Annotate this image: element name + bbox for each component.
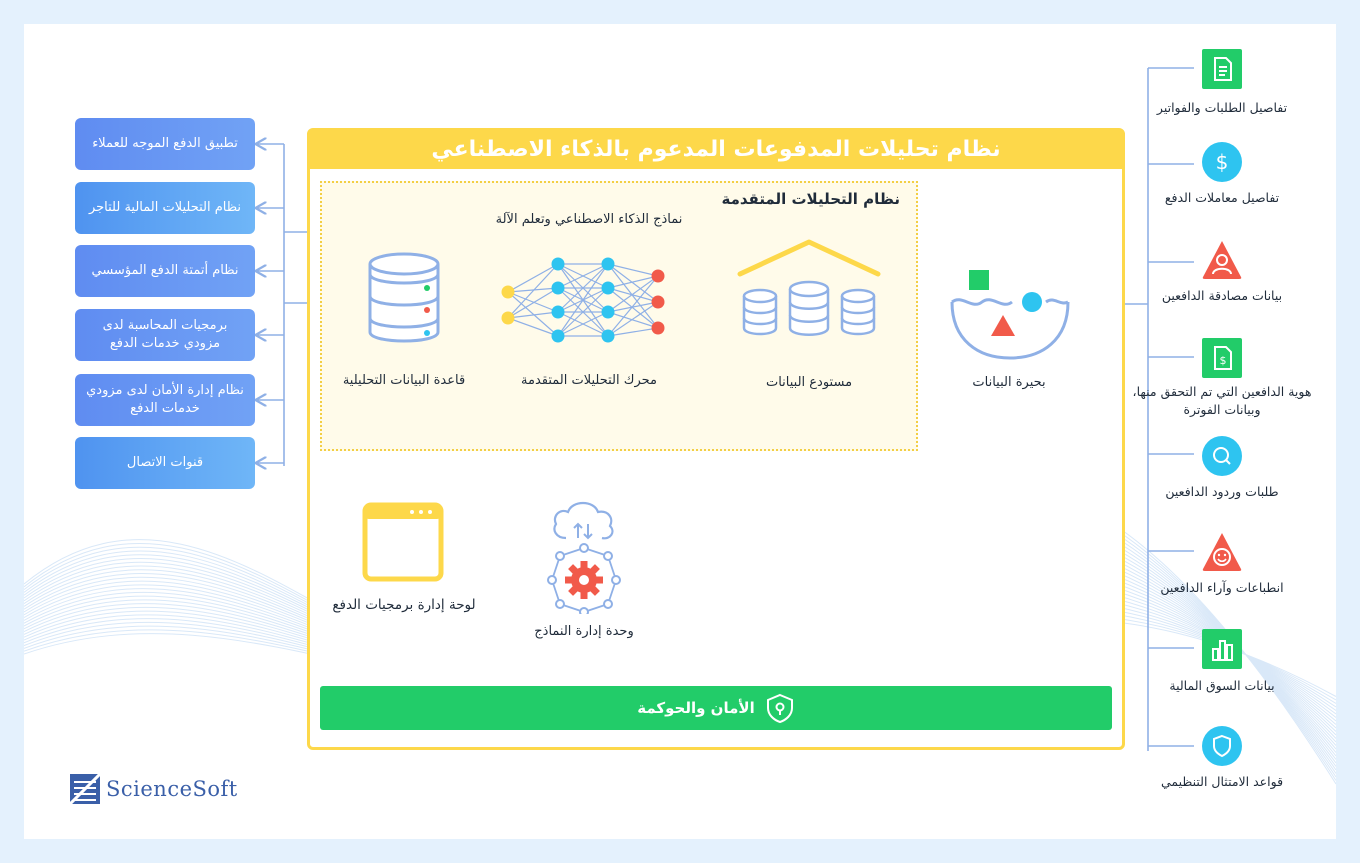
analytics-db-label: قاعدة البيانات التحليلية	[342, 373, 466, 388]
nn-node	[501, 285, 515, 299]
nn-connection	[607, 263, 659, 303]
nn-connection	[507, 263, 559, 319]
neural-network-icon	[501, 257, 665, 343]
model-management-icon	[547, 501, 621, 614]
nn-connection	[557, 263, 609, 289]
nn-connection	[607, 275, 659, 289]
source-orders-invoices: تفاصيل الطلبات والفواتير	[1156, 100, 1288, 115]
source-verified-identity: هوية الدافعين التي تم التحقق منها، وبيان…	[1132, 384, 1312, 417]
data-warehouse-label: مستودع البيانات	[765, 375, 853, 390]
model-management-label: وحدة إدارة النماذج	[534, 624, 634, 639]
nn-connection	[507, 291, 559, 337]
nn-connection	[607, 301, 659, 337]
nn-node	[601, 329, 615, 343]
data-lake-icon	[950, 270, 1070, 360]
nn-node	[551, 329, 565, 343]
svg-text:$: $	[1220, 354, 1227, 367]
nn-connection	[507, 291, 559, 313]
sciencesoft-logo-icon	[70, 774, 100, 804]
nn-node	[651, 321, 665, 335]
nn-connection	[557, 263, 609, 313]
source-payer-feedback: انطباعات وآراء الدافعين	[1160, 580, 1284, 595]
dashboard-icon	[362, 502, 444, 582]
nn-node	[551, 257, 565, 271]
logo: ScienceSoft	[70, 774, 238, 804]
dollar-icon: $	[1202, 142, 1242, 182]
nn-connection	[607, 275, 659, 313]
nn-connection	[557, 263, 609, 337]
nn-node	[551, 305, 565, 319]
nn-connection	[507, 287, 559, 293]
output-communication-channels: قنوات الاتصال	[75, 437, 255, 489]
nn-connection	[607, 275, 659, 337]
nn-connection	[507, 287, 559, 319]
nn-connection	[557, 287, 609, 337]
nn-node	[601, 305, 615, 319]
nn-node	[601, 257, 615, 271]
nn-node	[601, 281, 615, 295]
source-market-data: بيانات السوق المالية	[1169, 678, 1275, 693]
nn-connection	[607, 287, 659, 303]
warehouse-icon	[737, 239, 881, 336]
source-compliance-rules: قواعد الامتثال التنظيمي	[1160, 774, 1284, 789]
nn-connection	[607, 263, 659, 329]
nn-connection	[557, 311, 609, 337]
output-merchant-analytics: نظام التحليلات المالية للتاجر	[75, 182, 255, 234]
security-governance-bar: الأمان والحوكمة	[320, 686, 1112, 730]
main-title: نظام تحليلات المدفوعات المدعوم بالذكاء ا…	[310, 131, 1122, 169]
nn-node	[651, 269, 665, 283]
source-payer-requests: طلبات وردود الدافعين	[1165, 484, 1279, 499]
diagram-canvas: تطبيق الدفع الموجه للعملاء نظام التحليلا…	[24, 24, 1336, 839]
nn-connection	[507, 311, 559, 319]
nn-connection	[607, 311, 659, 329]
data-lake-label: بحيرة البيانات	[972, 375, 1046, 390]
output-security-management: نظام إدارة الأمان لدى مزودي خدمات الدفع	[75, 374, 255, 426]
invoice-icon: $	[1202, 338, 1242, 378]
advanced-analytics-title: نظام التحليلات المتقدمة	[721, 190, 900, 208]
analytics-engine-label: محرك التحليلات المتقدمة	[521, 373, 657, 388]
nn-connection	[607, 263, 659, 277]
shield-lock-icon	[766, 693, 793, 723]
security-governance-label: الأمان والحوكمة	[637, 699, 755, 717]
source-payer-auth: بيانات مصادقة الدافعين	[1161, 288, 1283, 303]
logo-text: ScienceSoft	[106, 777, 238, 801]
nn-connection	[607, 327, 659, 337]
nn-connection	[607, 301, 659, 313]
nn-node	[651, 295, 665, 309]
output-accounting-software: برمجيات المحاسبة لدى مزودي خدمات الدفع	[75, 309, 255, 361]
database-icon	[368, 252, 440, 343]
output-customer-payment-app: تطبيق الدفع الموجه للعملاء	[75, 118, 255, 170]
user-icon	[1202, 240, 1242, 280]
svg-text:$: $	[1216, 150, 1229, 174]
dashboard-label: لوحة إدارة برمجيات الدفع	[332, 597, 476, 613]
smile-icon	[1202, 532, 1242, 572]
ai-ml-models-label: نماذج الذكاء الاصطناعي وتعلم الآلة	[495, 212, 683, 227]
source-payment-transactions: تفاصيل معاملات الدفع	[1164, 190, 1280, 205]
nn-node	[551, 281, 565, 295]
shield-icon	[1202, 726, 1242, 766]
bar-chart-icon	[1202, 629, 1242, 669]
nn-node	[501, 311, 515, 325]
document-icon	[1202, 49, 1242, 89]
nn-connection	[607, 287, 659, 329]
nn-connection	[507, 317, 559, 337]
chat-icon	[1202, 436, 1242, 476]
nn-connection	[507, 263, 559, 293]
output-payment-automation: نظام أتمتة الدفع المؤسسي	[75, 245, 255, 297]
